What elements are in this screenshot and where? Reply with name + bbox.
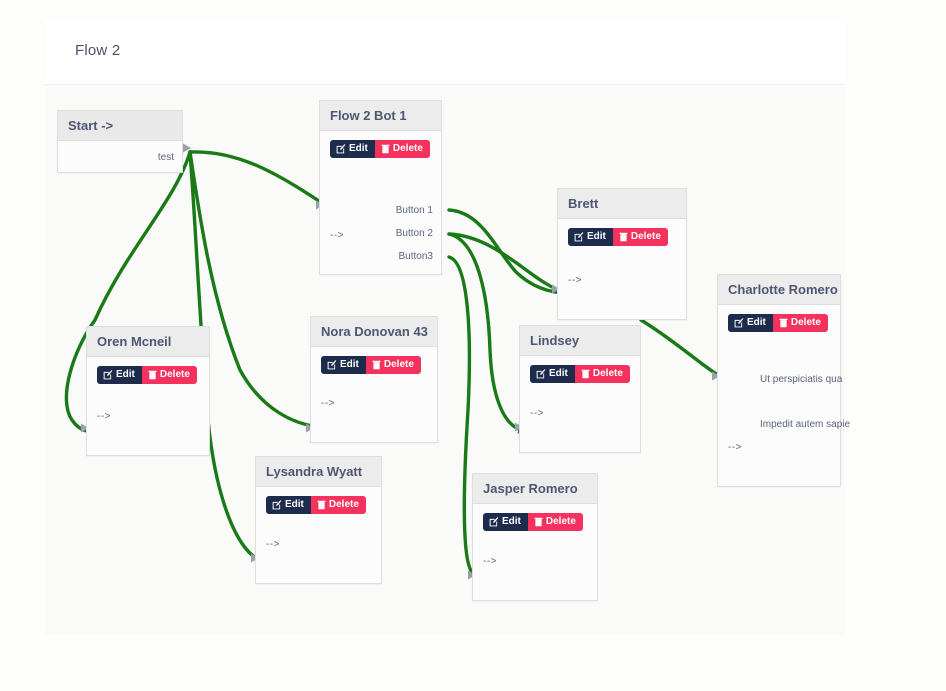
edit-button-brett[interactable]: Edit xyxy=(568,228,613,246)
node-actions-jasper: Edit Delete xyxy=(483,513,583,531)
output-port-charlotte-1[interactable]: Ut perspiciatis qua xyxy=(760,374,843,385)
pencil-square-icon xyxy=(574,232,584,242)
node-body-flow2bot1: Edit Delete --> Button 1 Button 2 Button3 xyxy=(320,131,441,273)
pencil-square-icon xyxy=(103,370,113,380)
input-port-lysandra[interactable]: --> xyxy=(266,539,280,550)
edit-button-charlotte[interactable]: Edit xyxy=(728,314,773,332)
delete-button-label: Delete xyxy=(392,143,423,154)
delete-button-lysandra[interactable]: Delete xyxy=(310,496,366,514)
delete-button-label: Delete xyxy=(592,368,623,379)
input-port-jasper[interactable]: --> xyxy=(483,556,497,567)
node-body-lysandra: Edit Delete --> xyxy=(256,487,381,582)
node-title-start: Start -> xyxy=(58,111,182,141)
node-body-lindsey: Edit Delete --> xyxy=(520,356,640,451)
edit-button-lysandra[interactable]: Edit xyxy=(266,496,311,514)
pencil-square-icon xyxy=(734,318,744,328)
pencil-square-icon xyxy=(536,369,546,379)
node-actions-charlotte: Edit Delete xyxy=(728,314,828,332)
input-port-lindsey[interactable]: --> xyxy=(530,408,544,419)
input-port-brett[interactable]: --> xyxy=(568,275,582,286)
node-body-nora: Edit Delete --> xyxy=(311,347,437,441)
pencil-square-icon xyxy=(489,517,499,527)
delete-button-label: Delete xyxy=(328,499,359,510)
node-title-flow2bot1: Flow 2 Bot 1 xyxy=(320,101,441,131)
output-port-charlotte-2[interactable]: Impedit autem sapie xyxy=(760,419,851,430)
flow-node-flow2bot1[interactable]: Flow 2 Bot 1 Edit Delete --> Button 1 Button … xyxy=(319,100,442,275)
node-actions-lindsey: Edit Delete xyxy=(530,365,630,383)
edit-button-lindsey[interactable]: Edit xyxy=(530,365,575,383)
delete-button-charlotte[interactable]: Delete xyxy=(772,314,828,332)
flow-header-panel: Flow 2 xyxy=(45,20,845,85)
edit-button-flow2bot1[interactable]: Edit xyxy=(330,140,375,158)
trash-icon xyxy=(381,144,390,154)
edit-button-oren[interactable]: Edit xyxy=(97,366,142,384)
delete-button-lindsey[interactable]: Delete xyxy=(574,365,630,383)
node-body-brett: Edit Delete --> xyxy=(558,219,686,318)
delete-button-label: Delete xyxy=(545,516,576,527)
delete-button-nora[interactable]: Delete xyxy=(365,356,421,374)
node-body-start: test xyxy=(58,141,182,171)
delete-button-label: Delete xyxy=(159,369,190,380)
edit-button-label: Edit xyxy=(587,231,606,242)
edit-button-jasper[interactable]: Edit xyxy=(483,513,528,531)
trash-icon xyxy=(148,370,157,380)
delete-button-oren[interactable]: Delete xyxy=(141,366,197,384)
edit-button-label: Edit xyxy=(340,359,359,370)
output-port-button3[interactable]: Button3 xyxy=(398,251,433,262)
node-title-nora: Nora Donovan 43 xyxy=(311,317,437,347)
pencil-square-icon xyxy=(336,144,346,154)
node-body-oren: Edit Delete --> xyxy=(87,357,209,454)
delete-button-label: Delete xyxy=(630,231,661,242)
edit-button-label: Edit xyxy=(285,499,304,510)
trash-icon xyxy=(372,360,381,370)
pencil-square-icon xyxy=(327,360,337,370)
node-title-charlotte: Charlotte Romero xyxy=(718,275,840,305)
output-port-button-2[interactable]: Button 2 xyxy=(395,228,433,239)
input-port-charlotte[interactable]: --> xyxy=(728,442,742,453)
node-title-lindsey: Lindsey xyxy=(520,326,640,356)
trash-icon xyxy=(779,318,788,328)
delete-button-label: Delete xyxy=(383,359,414,370)
flow-node-nora[interactable]: Nora Donovan 43 Edit Delete --> xyxy=(310,316,438,443)
node-actions-oren: Edit Delete xyxy=(97,366,197,384)
input-port-flow2bot1[interactable]: --> xyxy=(330,230,344,241)
node-actions-nora: Edit Delete xyxy=(321,356,421,374)
edit-button-label: Edit xyxy=(349,143,368,154)
edit-button-label: Edit xyxy=(502,516,521,527)
node-body-jasper: Edit Delete --> xyxy=(473,504,597,599)
node-actions-brett: Edit Delete xyxy=(568,228,668,246)
delete-button-jasper[interactable]: Delete xyxy=(527,513,583,531)
edit-button-label: Edit xyxy=(549,368,568,379)
page-title: Flow 2 xyxy=(75,42,121,59)
node-title-lysandra: Lysandra Wyatt xyxy=(256,457,381,487)
delete-button-flow2bot1[interactable]: Delete xyxy=(374,140,430,158)
edit-button-label: Edit xyxy=(747,317,766,328)
node-title-brett: Brett xyxy=(558,189,686,219)
edit-button-nora[interactable]: Edit xyxy=(321,356,366,374)
pencil-square-icon xyxy=(272,500,282,510)
flow-node-start[interactable]: Start -> test xyxy=(57,110,183,173)
edit-button-label: Edit xyxy=(116,369,135,380)
node-actions-flow2bot1: Edit Delete xyxy=(330,140,430,158)
node-title-oren: Oren Mcneil xyxy=(87,327,209,357)
node-actions-lysandra: Edit Delete xyxy=(266,496,366,514)
delete-button-brett[interactable]: Delete xyxy=(612,228,668,246)
trash-icon xyxy=(581,369,590,379)
output-port-start-test[interactable]: test xyxy=(157,152,174,163)
node-title-jasper: Jasper Romero xyxy=(473,474,597,504)
trash-icon xyxy=(619,232,628,242)
input-port-nora[interactable]: --> xyxy=(321,398,335,409)
trash-icon xyxy=(317,500,326,510)
trash-icon xyxy=(534,517,543,527)
delete-button-label: Delete xyxy=(790,317,821,328)
input-port-oren[interactable]: --> xyxy=(97,411,111,422)
output-port-button-1[interactable]: Button 1 xyxy=(395,205,433,216)
